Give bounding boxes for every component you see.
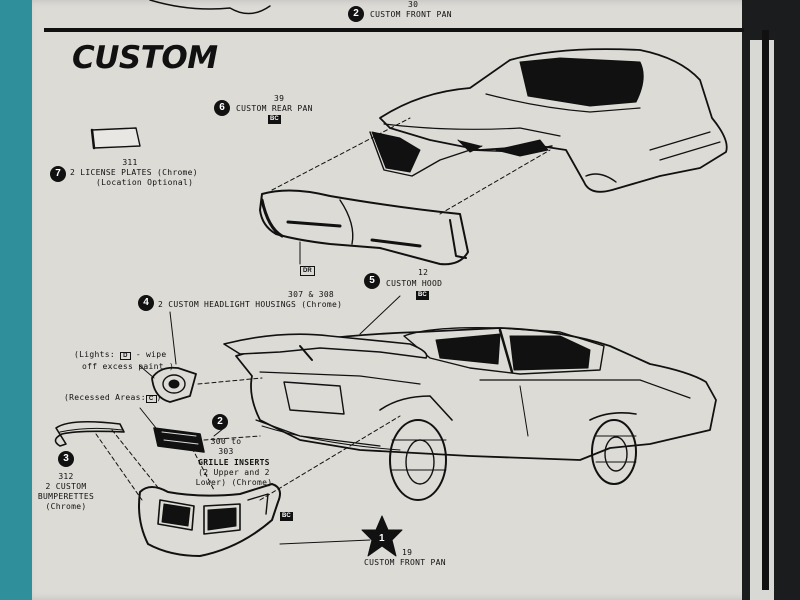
front-pan-number: 19 (402, 548, 413, 557)
adjacent-page-edge (742, 0, 800, 600)
headlight-housings-number: 307 & 308 (288, 290, 335, 299)
license-plate-part (91, 127, 141, 149)
step-3-marker: 3 (58, 451, 74, 467)
headlight-housing-part (151, 366, 197, 403)
hood-number: 12 (418, 268, 429, 277)
prev-part-label: CUSTOM FRONT PAN (370, 10, 452, 19)
front-pan-label: CUSTOM FRONT PAN (364, 558, 446, 567)
step-6-marker: 6 (214, 100, 230, 116)
prev-step-marker: 2 (348, 6, 364, 22)
lights-note-line2: off excess paint.) (82, 362, 175, 371)
step-5-marker: 5 (364, 273, 380, 289)
grille-inserts-part (153, 427, 205, 453)
car-rear-view (369, 48, 728, 193)
license-plates-number: 311 (122, 158, 138, 167)
step-2-marker: 2 (212, 414, 228, 430)
car-front-view (223, 326, 717, 501)
prev-part-number: 30 (408, 0, 419, 9)
rear-pan-label: CUSTOM REAR PAN (236, 104, 313, 113)
license-plates-label: 2 LICENSE PLATES (Chrome) (70, 168, 198, 177)
bumperettes-label-b: BUMPERETTES (37, 492, 95, 501)
grille-inserts-label: GRILLE INSERTS (198, 458, 270, 467)
front-pan-part (138, 483, 281, 557)
grille-inserts-number-a: 300 to (210, 437, 242, 446)
section-title: CUSTOM (72, 40, 218, 76)
rear-pan-number: 39 (274, 94, 285, 103)
headlight-housings-label: 2 CUSTOM HEADLIGHT HOUSINGS (Chrome) (158, 300, 343, 309)
step-4-marker: 4 (138, 295, 154, 311)
rear-pan-callout: DR (300, 266, 315, 276)
bumperettes-note: (Chrome) (45, 502, 87, 511)
recessed-note-badge: C (145, 395, 157, 403)
lights-note-suffix: - wipe (135, 350, 167, 359)
hood-label: CUSTOM HOOD (386, 279, 443, 288)
recessed-note-prefix: (Recessed Areas: (64, 393, 146, 402)
bumperette-part (54, 420, 125, 447)
rear-pan-part (259, 189, 469, 266)
grille-inserts-number-b: 303 (218, 447, 234, 456)
step-7-marker: 7 (50, 166, 66, 182)
recessed-note-suffix: ) (156, 393, 162, 402)
grille-inserts-note-a: (2 Upper and 2 (198, 468, 270, 477)
lights-note-prefix: (Lights: (74, 350, 115, 359)
section-rule (44, 28, 744, 32)
side-rule (762, 30, 769, 590)
step-1-star (361, 515, 403, 557)
recessed-note: (Recessed Areas:C) (64, 393, 162, 403)
hood-badge: BC (416, 291, 429, 300)
license-plates-note: (Location Optional) (96, 178, 194, 187)
grille-inserts-note-b: Lower) (Chrome) (195, 478, 273, 487)
bumperettes-number: 312 (58, 472, 74, 481)
lights-note-line1: (Lights: D - wipe (74, 350, 167, 360)
front-pan-badge: BC (280, 512, 293, 521)
prev-part-sketch (149, 0, 271, 15)
bumperettes-label-a: 2 CUSTOM (45, 482, 87, 491)
instruction-sheet (32, 0, 767, 600)
rear-pan-badge: BC (268, 115, 281, 124)
lights-note-badge: D (120, 352, 131, 360)
step-1-marker: 1 (379, 533, 385, 544)
